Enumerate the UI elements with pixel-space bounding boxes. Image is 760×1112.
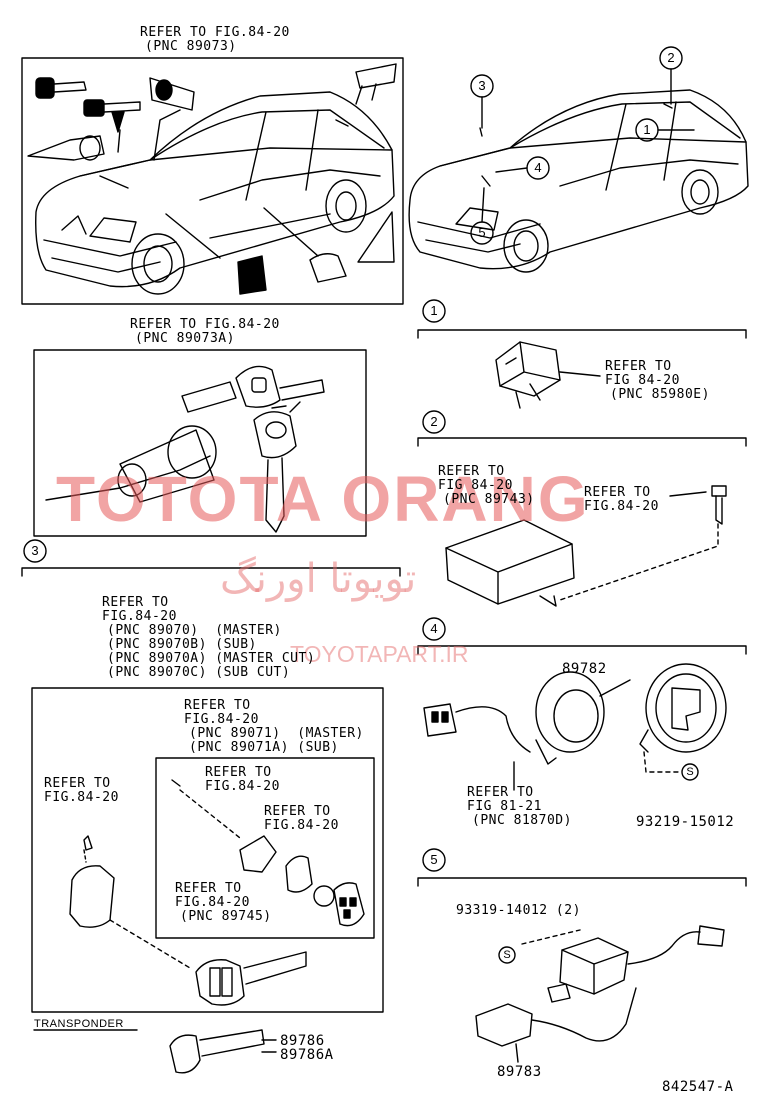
section-4-screw-symbol: S <box>686 766 694 778</box>
section-2-circle <box>422 410 446 434</box>
inner-ref-line3: (PNC 89071) (MASTER) <box>189 726 364 741</box>
section-4-ref-line3: (PNC 81870D) <box>472 813 572 828</box>
exploded-keys-left <box>27 63 397 295</box>
section-3-frame <box>31 687 384 1013</box>
key-box-parts <box>45 365 325 533</box>
section-2-ref-b-line2: FIG.84-20 <box>584 499 659 514</box>
key-box-ref-line2: (PNC 89073A) <box>135 331 235 346</box>
section-4-ref-line2: FIG 81-21 <box>467 799 542 814</box>
ref-inner-battery-line1: REFER TO <box>175 881 242 896</box>
transponder-label: TRANSPONDER <box>34 1018 124 1030</box>
section-1-part <box>495 341 601 409</box>
ref-screw-left-line1: REFER TO <box>44 776 111 791</box>
part-89783: 89783 <box>497 1064 542 1080</box>
ref-inner-battery-line2: FIG.84-20 <box>175 895 250 910</box>
section-2-ref-a-line3: (PNC 89743) <box>443 492 535 507</box>
section-3-circle <box>23 539 47 563</box>
section-2-part <box>445 485 727 607</box>
ref-inner-cap-line1: REFER TO <box>264 804 331 819</box>
section-5-rule <box>417 877 747 887</box>
section-3-parts <box>69 779 365 1074</box>
section-1-ref-line2: FIG 84-20 <box>605 373 680 388</box>
section-3-ref-line1: REFER TO <box>102 595 169 610</box>
car-callout-1: 1 <box>643 122 651 137</box>
part-89786: 89786 <box>280 1033 325 1049</box>
car-callout-5: 5 <box>478 225 486 240</box>
inner-ref-line2: FIG.84-20 <box>184 712 259 727</box>
car-exploded-left <box>35 91 395 295</box>
car-callout-4: 4 <box>534 160 542 175</box>
key-box-ref-line1: REFER TO FIG.84-20 <box>130 317 280 332</box>
ref-screw-left-line2: FIG.84-20 <box>44 790 119 805</box>
top-left-ref-line2: (PNC 89073) <box>145 39 237 54</box>
section-4-rule <box>417 645 747 655</box>
diagram-code: 842547-A <box>662 1079 734 1095</box>
section-3-number: 3 <box>31 543 39 558</box>
section-1-number: 1 <box>430 303 438 318</box>
section-2-ref-b-line1: REFER TO <box>584 485 651 500</box>
section-4-number: 4 <box>430 621 438 636</box>
section-2-rule <box>417 437 747 447</box>
top-left-frame <box>21 57 404 305</box>
car-callout-3: 3 <box>478 78 486 93</box>
section-1-circle <box>422 299 446 323</box>
section-2-ref-a-line2: FIG 84-20 <box>438 478 513 493</box>
section-4-ref-line1: REFER TO <box>467 785 534 800</box>
section-2-ref-a-line1: REFER TO <box>438 464 505 479</box>
watermark-main: TOTOTA ORANG <box>56 463 590 535</box>
section-4-parts <box>423 663 727 791</box>
inner-ref-line1: REFER TO <box>184 698 251 713</box>
ref-inner-screw-line2: FIG.84-20 <box>205 779 280 794</box>
ref-inner-battery-line3: (PNC 89745) <box>180 909 272 924</box>
car-callout-2: 2 <box>667 50 675 65</box>
section-3-inner-frame <box>155 757 375 939</box>
inner-ref-line4: (PNC 89071A) (SUB) <box>189 740 339 755</box>
section-3-ref-line2: FIG.84-20 <box>102 609 177 624</box>
section-5-screw-symbol: S <box>503 949 511 961</box>
watermark-url: TOYOTAPART.IR <box>290 641 469 667</box>
watermark-persian: تویوتا اورنگ <box>220 556 417 602</box>
section-5-parts <box>475 925 725 1063</box>
section-1-ref-line1: REFER TO <box>605 359 672 374</box>
section-2-number: 2 <box>430 414 438 429</box>
part-93219-15012: 93219-15012 <box>636 814 735 830</box>
section-5-circle <box>422 848 446 872</box>
section-3-ref-line3: (PNC 89070) (MASTER) <box>107 623 282 638</box>
section-4-circle <box>422 617 446 641</box>
section-3-ref-line4: (PNC 89070B) (SUB) <box>107 637 257 652</box>
key-box-frame <box>33 349 367 537</box>
part-93319-14012: 93319-14012 (2) <box>456 903 581 918</box>
part-89782: 89782 <box>562 661 607 677</box>
section-5-number: 5 <box>430 852 438 867</box>
section-3-ref-line6: (PNC 89070C) (SUB CUT) <box>107 665 291 680</box>
top-left-ref-line1: REFER TO FIG.84-20 <box>140 25 290 40</box>
car-overview-right <box>408 89 749 273</box>
section-3-ref-line5: (PNC 89070A) (MASTER CUT) <box>107 651 316 666</box>
section-3-rule <box>21 567 401 577</box>
ref-inner-screw-line1: REFER TO <box>205 765 272 780</box>
section-1-ref-line3: (PNC 85980E) <box>610 387 710 402</box>
car-callout-circles <box>470 46 695 245</box>
ref-inner-cap-line2: FIG.84-20 <box>264 818 339 833</box>
part-89786A: 89786A <box>280 1047 334 1063</box>
section-1-rule <box>417 329 747 339</box>
